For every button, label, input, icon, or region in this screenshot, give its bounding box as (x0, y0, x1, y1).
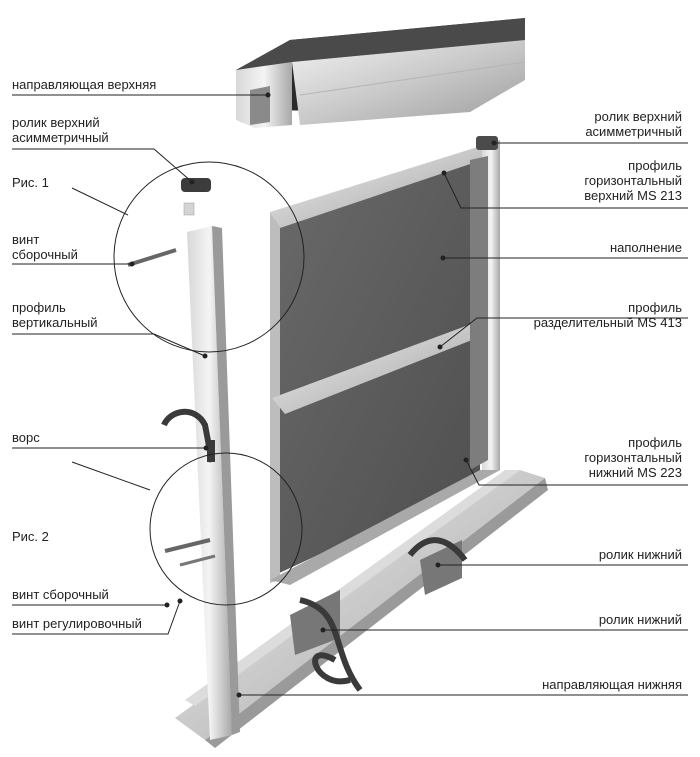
label-fig2: Рис. 2 (12, 529, 49, 544)
label-top-rail: направляющая верхняя (12, 77, 157, 92)
label-bottom-rail: направляющая нижняя (542, 677, 682, 692)
figure-circles (113, 161, 305, 606)
label-vertical-profile: профиль вертикальный (12, 300, 98, 330)
label-screw-assembly-1: винт сборочный (12, 232, 78, 262)
screws (127, 248, 216, 567)
label-top-roller-right: ролик верхний асимметричный (585, 109, 682, 139)
label-top-roller-left: ролик верхний асимметричный (12, 115, 109, 145)
top-rail (236, 18, 526, 128)
label-top-horizontal-profile: профиль горизонтальный верхний MS 213 (584, 158, 682, 203)
leader-dots (129, 92, 497, 698)
label-bottom-roller-1: ролик нижний (598, 547, 682, 562)
label-screw-assembly-2: винт сборочный (12, 587, 109, 602)
label-filling: наполнение (609, 240, 682, 255)
bottom-rail (175, 470, 548, 748)
label-divider-profile: профиль разделительный MS 413 (533, 300, 682, 330)
bottom-rollers (290, 537, 468, 692)
label-bottom-roller-2: ролик нижний (598, 612, 682, 627)
label-fig1: Рис. 1 (12, 175, 49, 190)
door-frame (270, 136, 500, 585)
top-roller-left-part (181, 178, 211, 216)
label-brush: ворс (12, 430, 40, 445)
vertical-profile (161, 226, 240, 740)
label-bottom-horizontal-profile: профиль горизонтальный нижний MS 223 (584, 435, 682, 480)
leader-lines (12, 94, 688, 696)
label-screw-adjust: винт регулировочный (12, 616, 142, 631)
